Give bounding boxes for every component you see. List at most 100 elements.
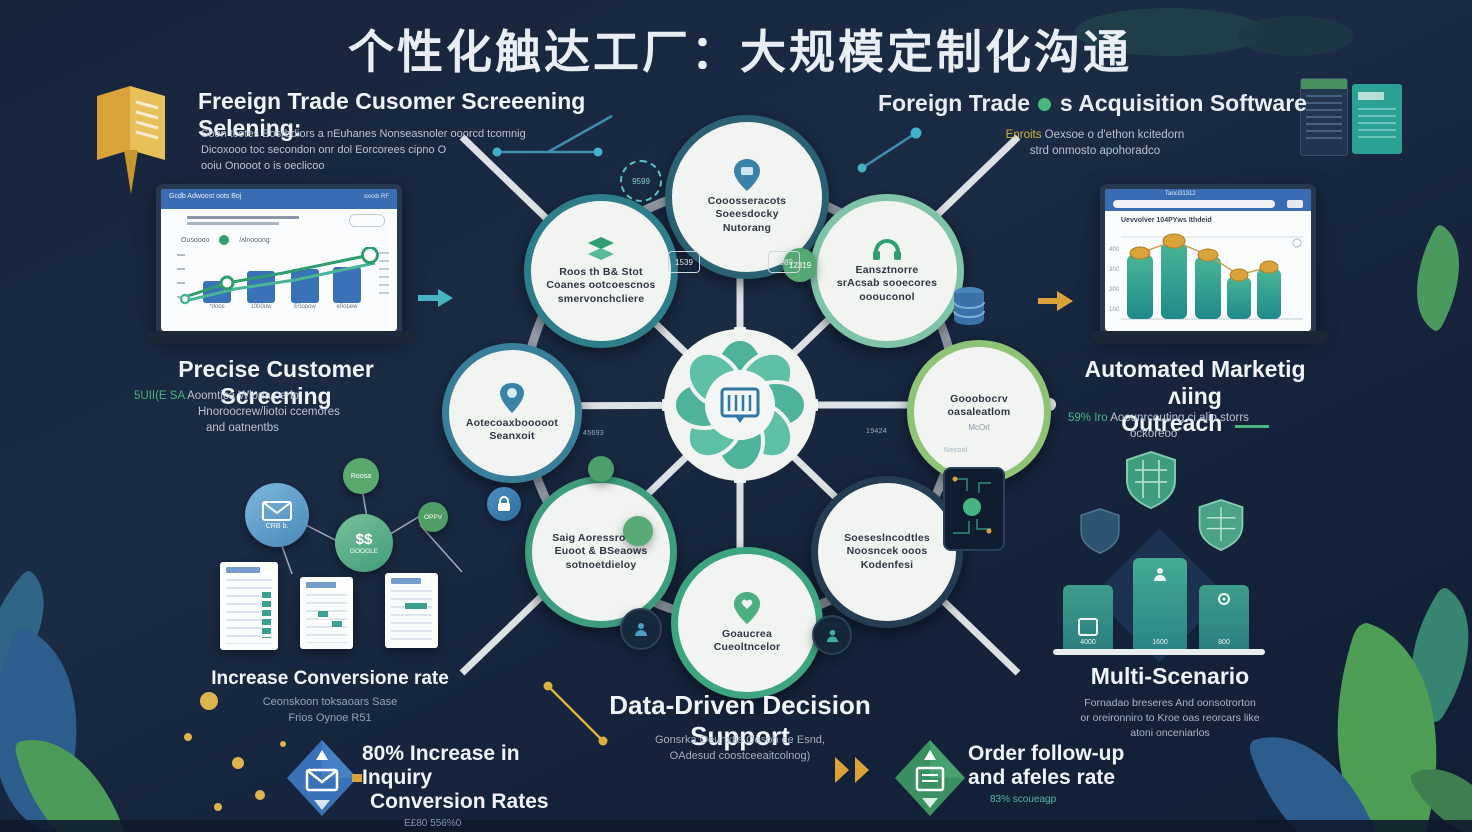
podium-bar: 4000 (1063, 585, 1113, 650)
shield-icon (1080, 508, 1120, 554)
satellite-label: Noosncek ooos (846, 545, 928, 558)
satellite-label: Eansztnorre (855, 263, 919, 276)
satellite-label: oasaleatlom (947, 406, 1011, 418)
leaf-logo-icon (1038, 98, 1052, 112)
podium-bar: 800 (1199, 585, 1249, 650)
chip-badge: 1539 (668, 251, 700, 273)
hub-satellite-lower-right: Soeseslncodtles Noosncek ooos Kodenfesi (811, 476, 963, 628)
hub-satellite-right: Gooobocrv oasaleatlom McOrl (907, 340, 1051, 484)
document-card (300, 577, 353, 649)
top-right-heading-pre: Foreign Trade (878, 90, 1031, 116)
doc-header-bar (226, 567, 260, 573)
dot (184, 733, 192, 741)
left-laptop-screen: Gcdb Adwoost oots Boj xxxxb RF Ousoooo /… (161, 189, 397, 331)
conversion-heading: Increase Conversione rate (211, 668, 449, 689)
bubble-label: GOOGLE (349, 548, 379, 555)
person-icon (826, 629, 838, 642)
subtext-line: Frios Oynoe R51 (288, 712, 372, 724)
bubble-label: CRB b. (265, 522, 289, 530)
browser-url-text: Tanci31312 (1165, 191, 1196, 197)
right-panel-subtext: 59% Iro Aoounrcouting ci alin storrs ock… (1068, 410, 1328, 442)
subtext-line: Gonsrka Oeuhxtis Oesoh ee Esnd, (655, 734, 825, 746)
right-laptop-base (1092, 331, 1328, 344)
location-pin-icon (734, 158, 760, 191)
y-axis-label: 200 (1109, 287, 1120, 293)
circuit-icon (952, 476, 992, 534)
green-dash-icon (1234, 425, 1269, 429)
hub-satellite-upper-left: Roos th B& Stot Coanes ootcoescnos smerv… (524, 194, 678, 348)
laptop-header-right-text: xxxxb RF (363, 194, 389, 200)
satellite-label: Aotecoaxbooooot (465, 416, 559, 429)
subtext-prefix: Enroits (1005, 129, 1042, 141)
channel-bubble: Roosa (343, 458, 379, 494)
inquiry-badge-text: 80% Increase in Inquiry Conversion Rates… (362, 742, 592, 829)
title-backdrop-blob (1075, 8, 1265, 56)
subtext-line: Aoounrcouting ci alin storrs (1110, 412, 1249, 424)
channel-bubble: OPPV (418, 502, 448, 532)
green-dot-icon (219, 235, 230, 245)
badge-value: 1539 (675, 257, 693, 267)
satellite-label: ooouconol (859, 290, 915, 303)
satellite-label: smervonchcliere (557, 292, 645, 305)
laptop-header-text: Gcdb Adwoost oots Boj (169, 193, 242, 200)
url-bar-button[interactable] (1287, 200, 1303, 208)
subtext-line: Soon tcotes Eosrbdiors a nEuhanes Nonsea… (201, 128, 526, 140)
badge-sub: 83% scoueagp (990, 794, 1057, 805)
small-green-badge (623, 516, 653, 546)
document-card (220, 562, 278, 650)
dot (214, 803, 222, 811)
tiny-label: 19424 (866, 428, 887, 435)
satellite-small-label: McOrl (968, 422, 990, 432)
chip-device (943, 467, 1005, 551)
satellite-label: Nutorang (722, 221, 772, 234)
building-icon (1078, 618, 1098, 636)
right-laptop-screen: Tanci31312 Uevvolver 104PYws Ithdeid 400… (1105, 189, 1311, 331)
toolbar-label: Ousoooo (181, 236, 210, 244)
satellite-label: Soeesdocky (715, 208, 779, 221)
badge-value: 12319 (788, 260, 812, 270)
bar-chart-icon (720, 387, 760, 423)
database-icon (953, 287, 985, 325)
tiny-label: 45693 (583, 430, 604, 437)
url-bar[interactable] (1113, 200, 1275, 208)
lock-badge (487, 487, 521, 521)
order-badge-icon (895, 740, 965, 816)
right-panel-heading: Automated Marketig ʌiing Outreach (1060, 356, 1330, 437)
toolbar-row: Ousoooo /ʌlnooong (181, 235, 270, 245)
badge-sub: E£80 556%0 (404, 818, 462, 829)
person-icon (1154, 568, 1166, 581)
badge-value: 9599 (632, 176, 650, 186)
doc-header-bar (391, 578, 421, 584)
bookmark-icon (97, 86, 165, 194)
badge-line: Order follow-up (968, 742, 1125, 765)
subtext-line: Ceonskoon toksaoars Sase (262, 696, 398, 708)
subtext-line: OAdesud coostceeaitcolnog) (669, 750, 811, 762)
hub-satellite-left: Aotecoaxbooooot Seanxoit (442, 343, 582, 483)
top-right-heading-post: s Acquisition Software (1059, 90, 1307, 116)
subtext-line: strd onmosto apohoradco (1029, 145, 1161, 157)
order-badge-text: Order follow-up and afeles rate 83% scou… (968, 742, 1168, 805)
satellite-label: srAcsab sooecores (836, 277, 938, 290)
book-icon (1300, 78, 1348, 156)
heading-line: Outreach (1121, 410, 1223, 436)
top-left-heading: Freeign Trade Cusomer Screeening Selenin… (198, 88, 586, 141)
badge-line: 80% Increase in Inquiry (362, 742, 520, 789)
heart-pin-icon (734, 591, 760, 624)
top-right-subtext: Enroits Oexsoe o d'ethon kcitedorn strd … (930, 127, 1260, 159)
multi-scenario-subtext: Fornadao breseres And oonsotrorton or or… (1050, 696, 1290, 741)
y-axis-label: 400 (1109, 247, 1120, 253)
doc-table-cell (318, 611, 328, 619)
data-driven-subtext: Gonsrka Oeuhxtis Oesoh ee Esnd, OAdesud … (610, 732, 870, 764)
x-axis-label: e0opew (336, 304, 358, 309)
search-pill[interactable] (349, 214, 385, 227)
dollar-channel-bubble: $$ GOOGLE (335, 514, 393, 572)
hub-satellite-bottom: Goaucrea Cueoltncelor (671, 547, 823, 699)
dot (280, 741, 286, 747)
satellite-label: Cueoltncelor (713, 641, 781, 653)
doc-table-cell (332, 621, 342, 629)
top-right-heading: Foreign Trade s Acquisition Software (878, 90, 1307, 117)
satellite-label: Kodenfesi (860, 558, 914, 571)
satellite-label: Coanes ootcoescnos (546, 279, 656, 292)
person-icon (635, 623, 647, 636)
